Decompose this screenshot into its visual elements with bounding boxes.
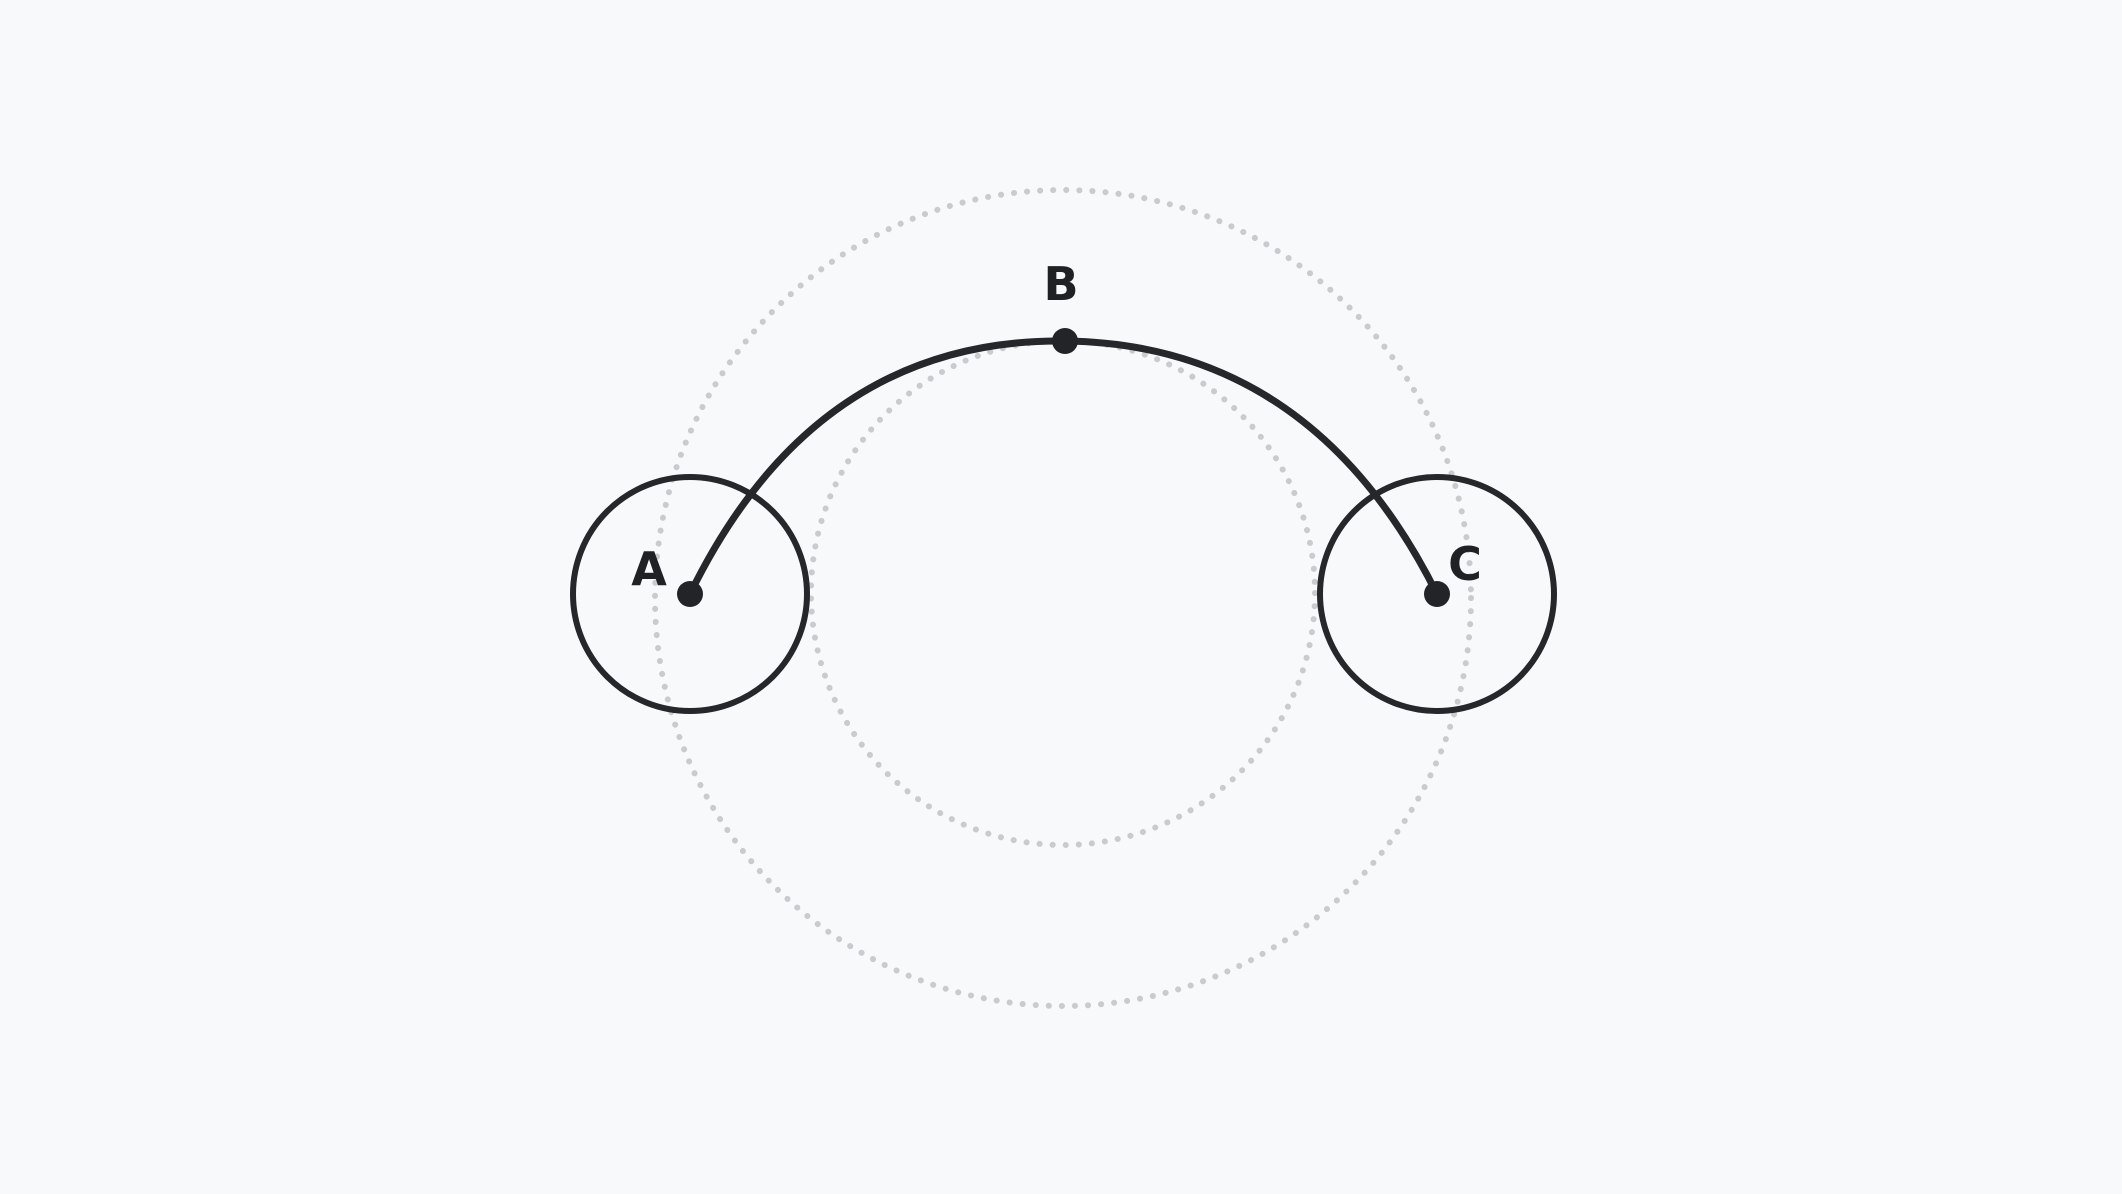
point-c-label: C (1448, 537, 1482, 591)
point-b-label: B (1043, 257, 1078, 311)
guide-circle-large (652, 187, 1474, 1009)
point-a-label: A (631, 542, 667, 596)
guide-circle-small (808, 338, 1318, 848)
ring-a (570, 474, 810, 714)
point-c (1424, 581, 1450, 607)
point-b (1052, 328, 1078, 354)
ring-c (1317, 474, 1557, 714)
point-a (677, 581, 703, 607)
